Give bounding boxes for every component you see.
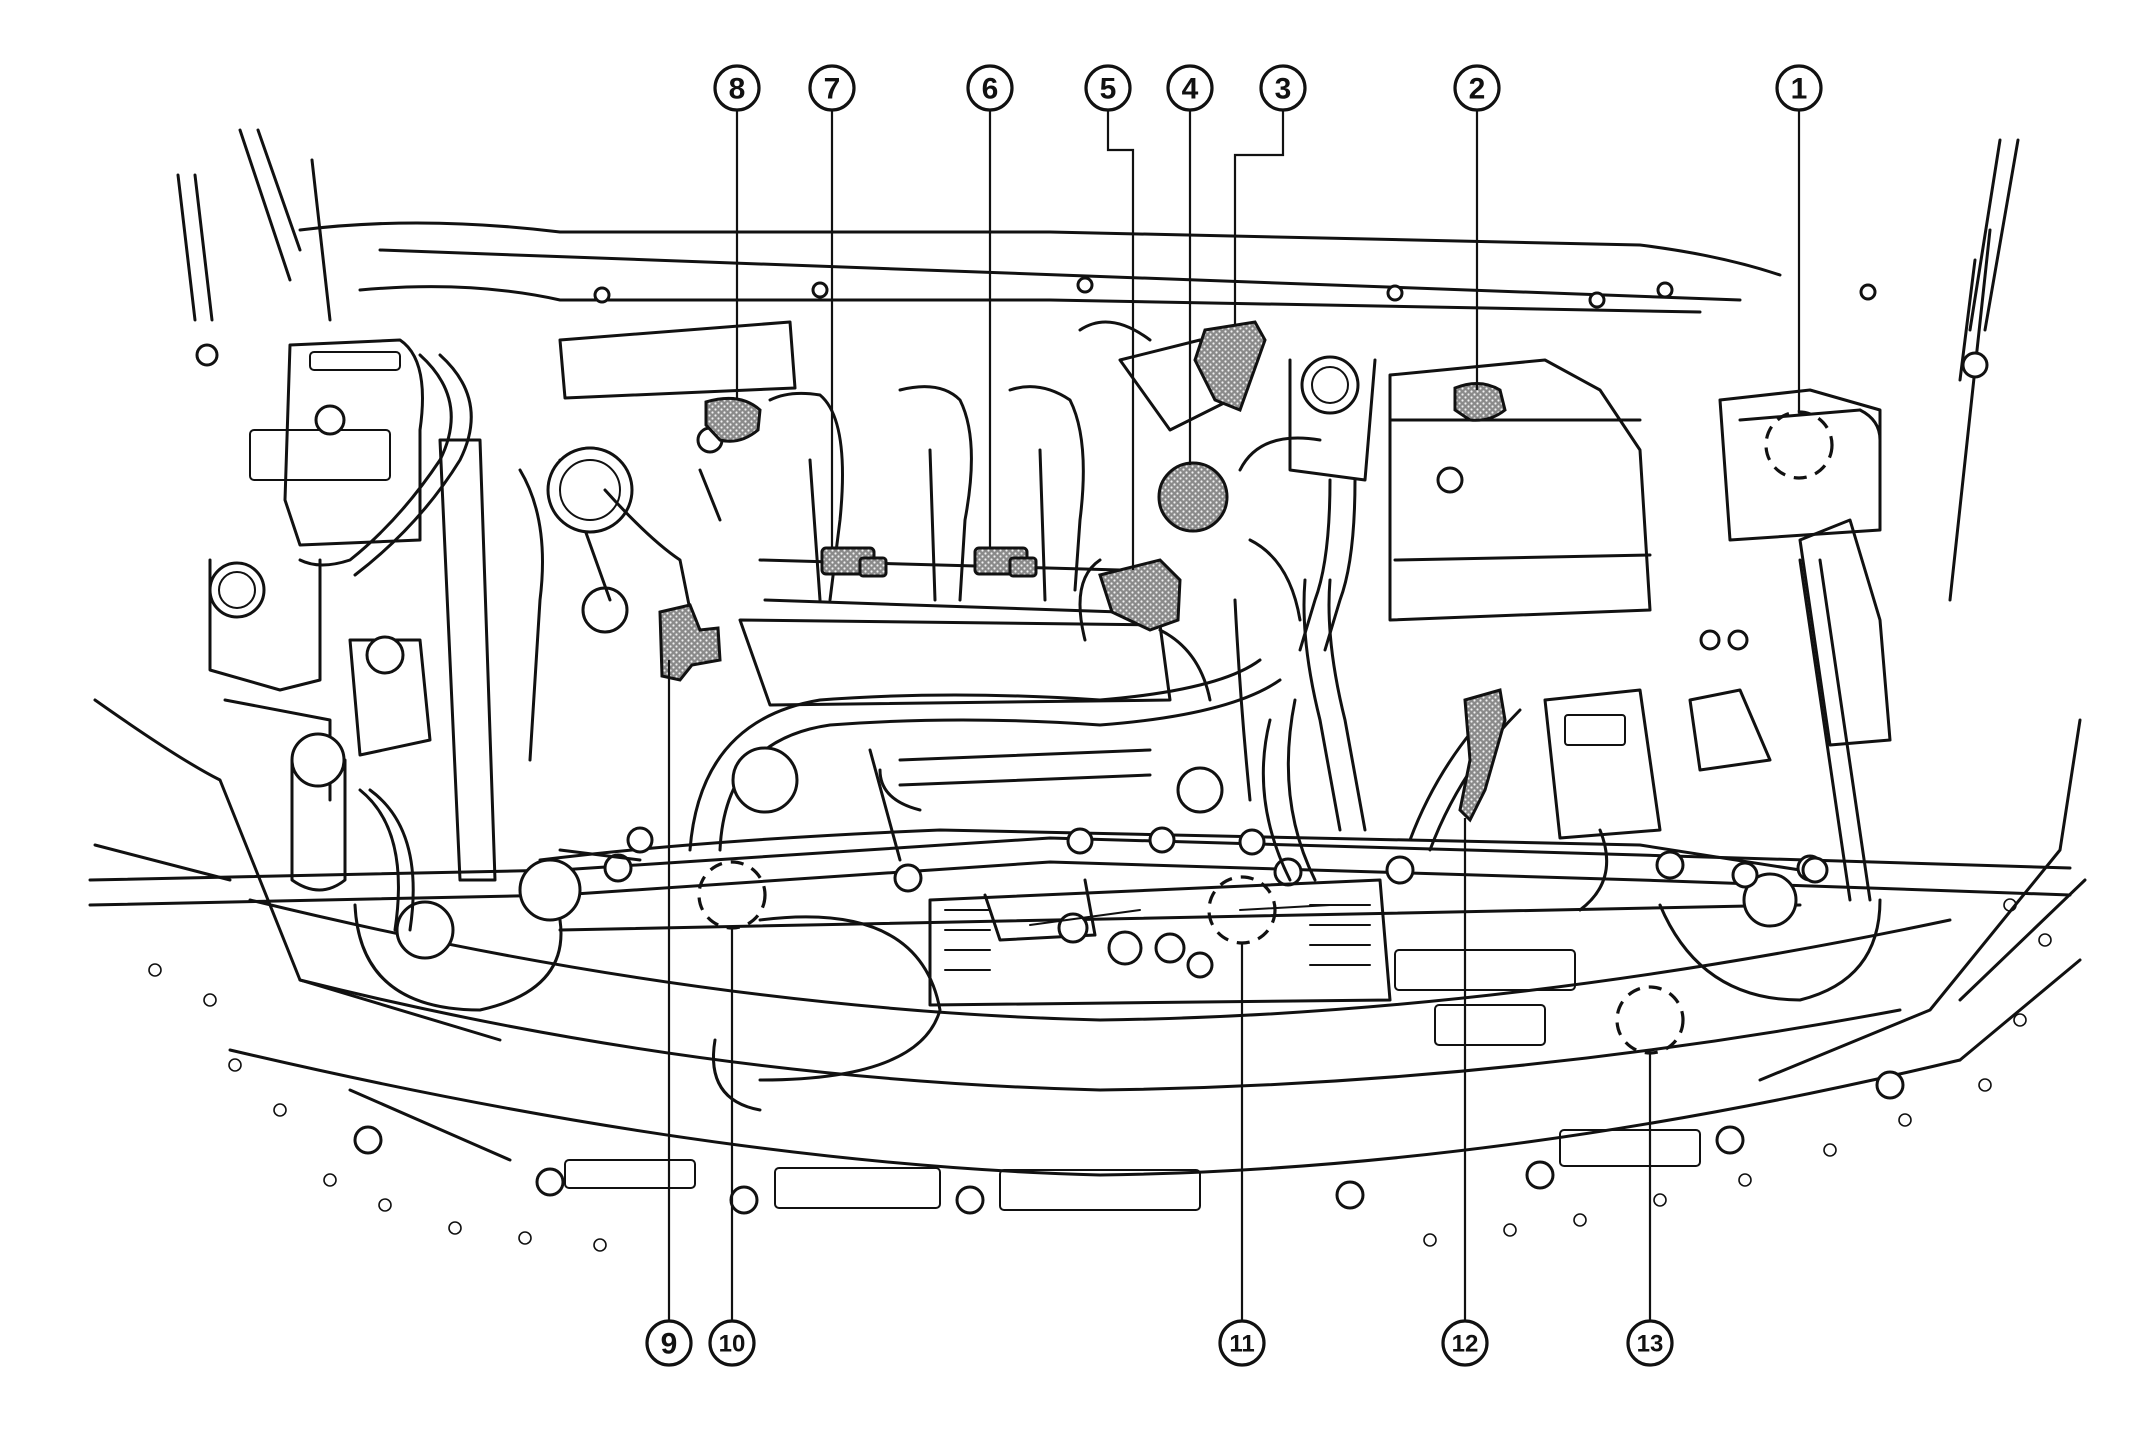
svg-text:7: 7 (824, 73, 841, 106)
callouts: 1 2 3 4 5 6 7 8 (645, 64, 1823, 1367)
hidden-locations (697, 410, 1834, 1055)
svg-text:2: 2 (1469, 73, 1486, 106)
component-12 (1458, 688, 1507, 823)
body-frame (88, 128, 2087, 1252)
svg-text:3: 3 (1275, 73, 1292, 106)
callout-2: 2 (1453, 64, 1501, 112)
callout-4: 4 (1166, 64, 1214, 112)
callout-1: 1 (1775, 64, 1823, 112)
callout-5: 5 (1084, 64, 1132, 112)
engine-center (546, 320, 1377, 882)
callout-6: 6 (966, 64, 1014, 112)
svg-text:1: 1 (1791, 73, 1808, 106)
callout-12: 12 (1441, 1319, 1489, 1367)
callout-8: 8 (713, 64, 761, 112)
component-6b (1008, 556, 1038, 578)
right-components (1388, 358, 1892, 912)
svg-text:10: 10 (719, 1331, 746, 1358)
svg-text:4: 4 (1182, 73, 1199, 106)
latch-panel (928, 878, 1392, 1007)
svg-text:11: 11 (1229, 1331, 1254, 1358)
cowl-bolts (593, 276, 1877, 309)
hidden-location-1 (1764, 410, 1834, 480)
component-8 (704, 396, 762, 443)
svg-text:8: 8 (729, 73, 746, 106)
component-5 (1098, 558, 1182, 632)
callout-13: 13 (1626, 1319, 1674, 1367)
component-2 (1453, 382, 1507, 422)
grille-slats (944, 904, 1371, 971)
callout-10: 10 (708, 1319, 756, 1367)
svg-text:13: 13 (1637, 1331, 1664, 1358)
svg-text:12: 12 (1452, 1331, 1479, 1358)
component-3 (1193, 320, 1267, 412)
callout-11: 11 (1218, 1319, 1266, 1367)
front-panel-clips (353, 1070, 1905, 1215)
svg-text:9: 9 (661, 1328, 678, 1361)
svg-text:6: 6 (982, 73, 999, 106)
left-components (208, 338, 629, 932)
callout-3: 3 (1259, 64, 1307, 112)
leader-lines (667, 110, 1801, 1320)
component-7b (858, 556, 888, 578)
hidden-location-13 (1615, 985, 1685, 1055)
callout-9: 9 (645, 1319, 693, 1367)
component-4 (1157, 461, 1229, 533)
callout-7: 7 (808, 64, 856, 112)
perimeter-holes (148, 898, 2052, 1252)
highlighted-components (658, 320, 1507, 823)
svg-text:5: 5 (1100, 73, 1117, 106)
hidden-location-10 (697, 860, 767, 930)
